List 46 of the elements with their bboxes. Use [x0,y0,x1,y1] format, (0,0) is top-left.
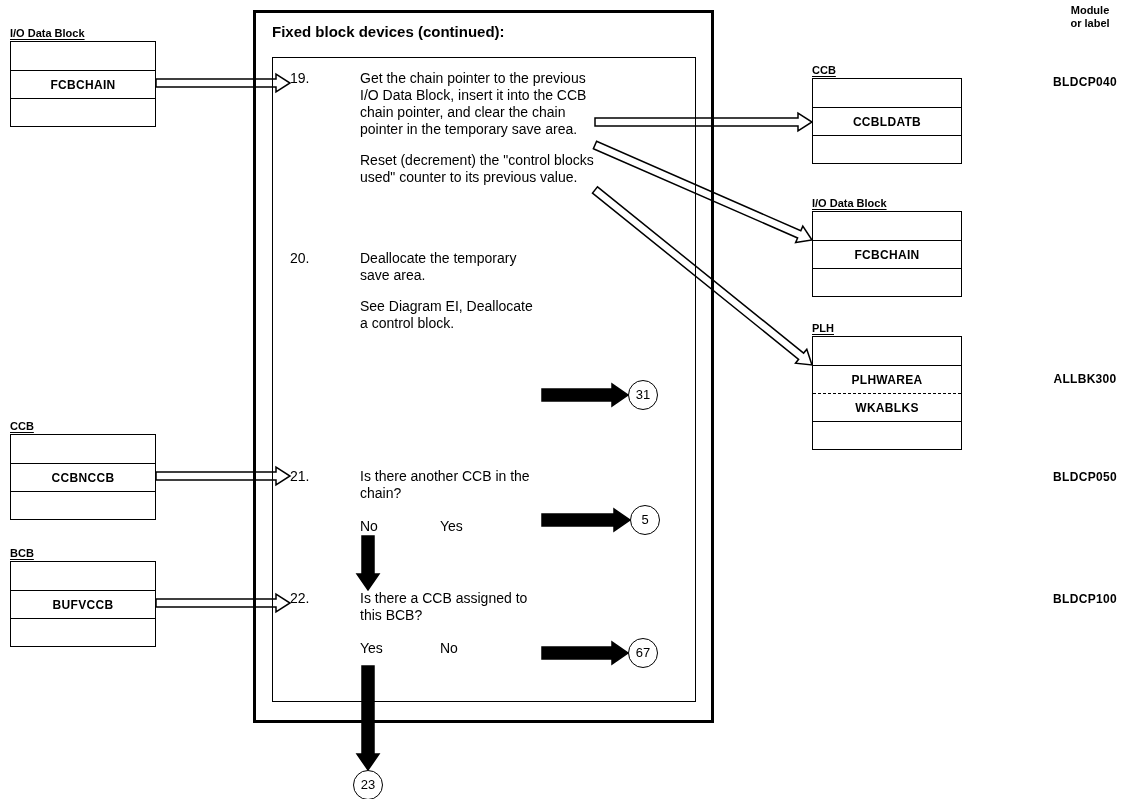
column-heading: Module or label [1069,4,1111,30]
field-name: BUFVCCB [52,596,114,614]
arrow [541,640,630,666]
arrow [591,185,814,366]
step-number: 21. [290,468,310,484]
arrow [594,111,814,133]
arrow [541,382,630,408]
frame-box [253,10,714,723]
step-description: Get the chain pointer to the previous I/O Data Block, insert it into the CCB chain pointer, and clear the chain pointer in the temporary save area. [360,70,588,138]
module-label: BLDCP050 [1052,469,1118,486]
step-description: See Diagram EI, Deallocate a control block. [360,298,534,332]
branch-label: Yes [360,640,384,657]
block-heading: I/O Data Block [10,26,86,41]
arrow [355,665,381,772]
branch-label: No [360,518,379,535]
branch-label: No [440,640,459,657]
block-heading: BCB [10,546,35,561]
field-name: WKABLKS [855,399,919,417]
module-label: BLDCP100 [1052,591,1118,608]
block-heading: CCB [10,419,35,434]
field-name: FCBCHAIN [854,246,920,264]
module-label: ALLBK300 [1052,371,1118,388]
field-name: FCBCHAIN [50,76,116,94]
block-heading: I/O Data Block [812,196,888,211]
arrow [592,140,814,244]
block-heading: PLH [812,321,835,336]
frame-title: Fixed block devices (continued): [272,22,505,42]
decision-question: Is there another CCB in the chain? [360,468,531,502]
arrow [155,592,292,614]
arrow [355,535,381,592]
field-name: PLHWAREA [851,371,923,389]
module-label: BLDCP040 [1052,74,1118,91]
decision-question: Is there a CCB assigned to this BCB? [360,590,529,624]
step-number: 22. [290,590,310,606]
step-description: Deallocate the temporary save area. [360,250,518,284]
block-heading: CCB [812,63,837,78]
step-number: 20. [290,250,310,266]
arrow [155,72,292,94]
branch-label: Yes [440,518,464,535]
field-name: CCBNCCB [51,469,115,487]
step-description: Reset (decrement) the "control blocks used" counter to its previous value. [360,152,595,186]
step-number: 19. [290,70,310,86]
arrow [541,507,632,533]
arrow [155,465,292,487]
field-name: CCBLDATB [852,113,922,131]
panel-box [272,57,696,702]
